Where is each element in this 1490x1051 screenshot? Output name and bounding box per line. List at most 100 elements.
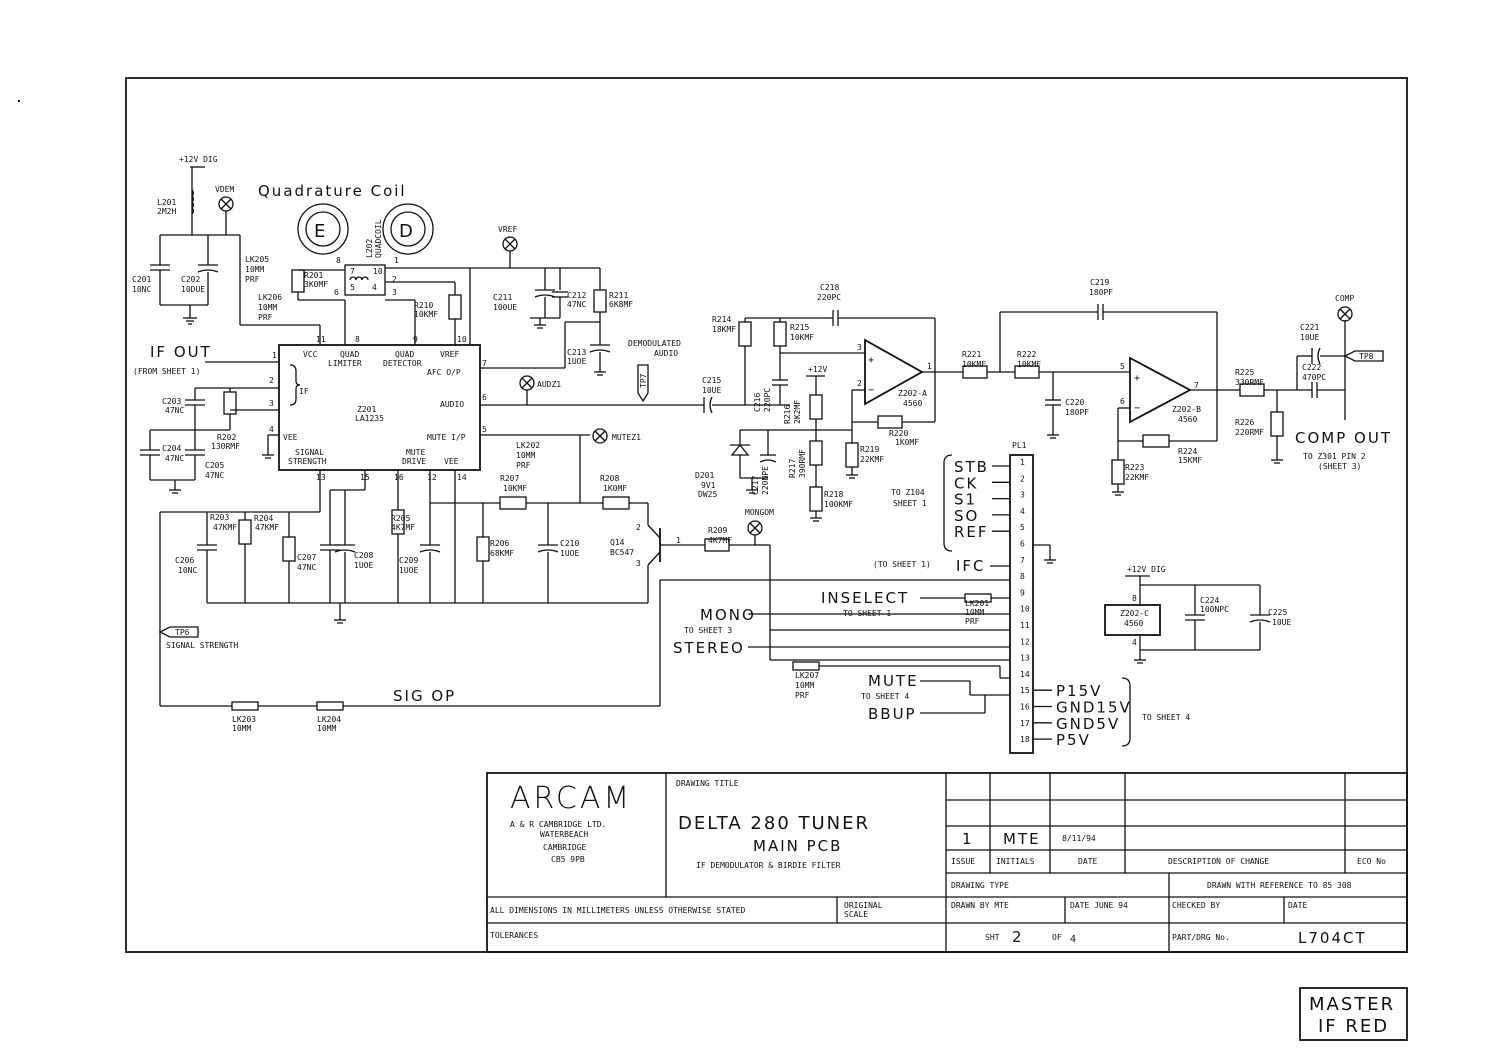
svg-text:C201: C201: [132, 275, 151, 284]
resistor-r220: R220 1K0MF: [877, 415, 919, 447]
resistor-r208: R208 1K0MF: [600, 474, 630, 510]
svg-text:10MM: 10MM: [258, 303, 277, 312]
cap-c218: C218 220PC: [817, 283, 841, 326]
svg-text:QUADCOIL: QUADCOIL: [374, 219, 383, 258]
cap-c202: C202 10DUE: [181, 264, 219, 294]
svg-text:2: 2: [636, 523, 641, 532]
svg-text:MUTEZ1: MUTEZ1: [612, 433, 641, 442]
part-number: L704CT: [1298, 929, 1367, 947]
pl1-pin-11: 11: [1020, 621, 1030, 630]
svg-text:BC547: BC547: [610, 548, 634, 557]
svg-text:220RMF: 220RMF: [1235, 428, 1264, 437]
svg-text:AUDZ1: AUDZ1: [537, 380, 561, 389]
svg-text:C203: C203: [162, 397, 181, 406]
pl1-signal-p5v: P5V: [1056, 731, 1091, 749]
cap-c204: C204 47NC: [140, 444, 184, 463]
scan-speck: [18, 100, 20, 102]
if-out-heading: IF OUT: [150, 343, 212, 361]
svg-text:C216: C216: [753, 393, 762, 412]
col-issue: ISSUE: [951, 857, 975, 866]
svg-text:470PC: 470PC: [1302, 373, 1326, 382]
stereo-label: STEREO: [673, 639, 745, 657]
mono-label: MONO: [700, 606, 756, 624]
svg-text:TP6: TP6: [175, 628, 190, 637]
cap-c208: C208 1UOE: [334, 544, 373, 570]
cap-c201: C201 10NC: [132, 264, 170, 294]
cap-c213: C213 1UOE: [567, 344, 611, 366]
resistor-r223: R223 22KMF: [1111, 459, 1149, 485]
svg-text:R225: R225: [1235, 368, 1254, 377]
svg-text:16: 16: [394, 473, 404, 482]
svg-text:130RMF: 130RMF: [211, 442, 240, 451]
svg-text:L202: L202: [365, 239, 374, 258]
svg-text:PRF: PRF: [258, 313, 273, 322]
svg-text:10DUE: 10DUE: [181, 285, 205, 294]
inselect-label: INSELECT: [821, 589, 909, 607]
link-lk205: LK205 10MM PRF: [245, 255, 269, 284]
testpoint-tp6: TP6: [158, 626, 199, 638]
link-lk202: LK202 10MM PRF: [516, 441, 540, 470]
svg-text:8: 8: [1132, 594, 1137, 603]
svg-text:LK201: LK201: [965, 599, 989, 608]
demod-audio-label-1: DEMODULATED: [628, 339, 681, 348]
svg-text:R215: R215: [790, 323, 809, 332]
svg-text:7: 7: [1194, 381, 1199, 390]
svg-text:DW25: DW25: [698, 490, 717, 499]
svg-text:+: +: [868, 355, 874, 366]
cap-c212: C212 47NC: [552, 291, 586, 309]
svg-text:4K7MF: 4K7MF: [391, 523, 415, 532]
resistor-r210: R210 10KMF: [414, 294, 462, 320]
resistor-r218: R218 100KMF: [809, 486, 853, 512]
pl1-pin-12: 12: [1020, 637, 1030, 646]
svg-text:VEE: VEE: [283, 433, 298, 442]
link-lk201: LK201 10MM PRF: [964, 593, 992, 626]
cap-c224: C224 100NPC: [1185, 596, 1229, 621]
svg-text:STRENGTH: STRENGTH: [288, 457, 327, 466]
svg-text:QUAD: QUAD: [395, 350, 414, 359]
mono-note: TO SHEET 3: [684, 626, 732, 635]
title-block: ARCAM A & R CAMBRIDGE LTD. WATERBEACH CA…: [486, 772, 1408, 953]
checked-by: CHECKED BY: [1172, 901, 1220, 910]
svg-text:18KMF: 18KMF: [712, 325, 736, 334]
svg-text:R203: R203: [210, 513, 229, 522]
svg-text:330RMF: 330RMF: [1235, 378, 1264, 387]
part-label: PART/DRG No.: [1172, 933, 1230, 942]
testpoint-audz1: AUDZ1: [519, 375, 561, 405]
svg-text:C204: C204: [162, 444, 181, 453]
svg-text:MASTER: MASTER: [1309, 994, 1395, 1015]
svg-text:7: 7: [482, 359, 487, 368]
svg-text:C212: C212: [567, 291, 586, 300]
svg-text:LIMITER: LIMITER: [328, 359, 362, 368]
resistor-r225: R225 330RMF: [1235, 368, 1265, 397]
pl1-pin-17: 17: [1020, 719, 1030, 728]
svg-text:IF RED: IF RED: [1318, 1016, 1389, 1037]
of-label: OF: [1052, 933, 1062, 942]
svg-text:8: 8: [336, 256, 341, 265]
svg-text:C225: C225: [1268, 608, 1287, 617]
svg-text:4: 4: [269, 425, 274, 434]
svg-text:VREF: VREF: [440, 350, 459, 359]
svg-text:10MM: 10MM: [245, 265, 264, 274]
svg-text:4: 4: [1132, 638, 1137, 647]
svg-text:VDEM: VDEM: [215, 185, 234, 194]
svg-text:8: 8: [355, 335, 360, 344]
svg-text:AUDIO: AUDIO: [440, 400, 464, 409]
svg-text:MUTE I/P: MUTE I/P: [427, 433, 466, 442]
cap-c209: C209 1UOE: [399, 544, 441, 575]
cap-c222: C222 470PC: [1302, 363, 1326, 398]
svg-text:C206: C206: [175, 556, 194, 565]
svg-text:+12V: +12V: [808, 365, 827, 374]
svg-text:180PF: 180PF: [1065, 408, 1089, 417]
address-line-3: CAMBRIDGE: [543, 843, 587, 852]
resistor-r205: R205 4K7MF: [391, 509, 415, 535]
pl1-pin-14: 14: [1020, 670, 1030, 679]
svg-text:L201: L201: [157, 198, 176, 207]
pl1-pin-16: 16: [1020, 703, 1030, 712]
supply-opamp: +12V: [806, 365, 827, 377]
pl1-signal-so: SO: [954, 507, 979, 525]
svg-text:R224: R224: [1178, 447, 1197, 456]
svg-text:1UOE: 1UOE: [399, 566, 418, 575]
svg-text:1UOE: 1UOE: [560, 549, 579, 558]
testpoint-comp: COMP: [1335, 294, 1354, 322]
